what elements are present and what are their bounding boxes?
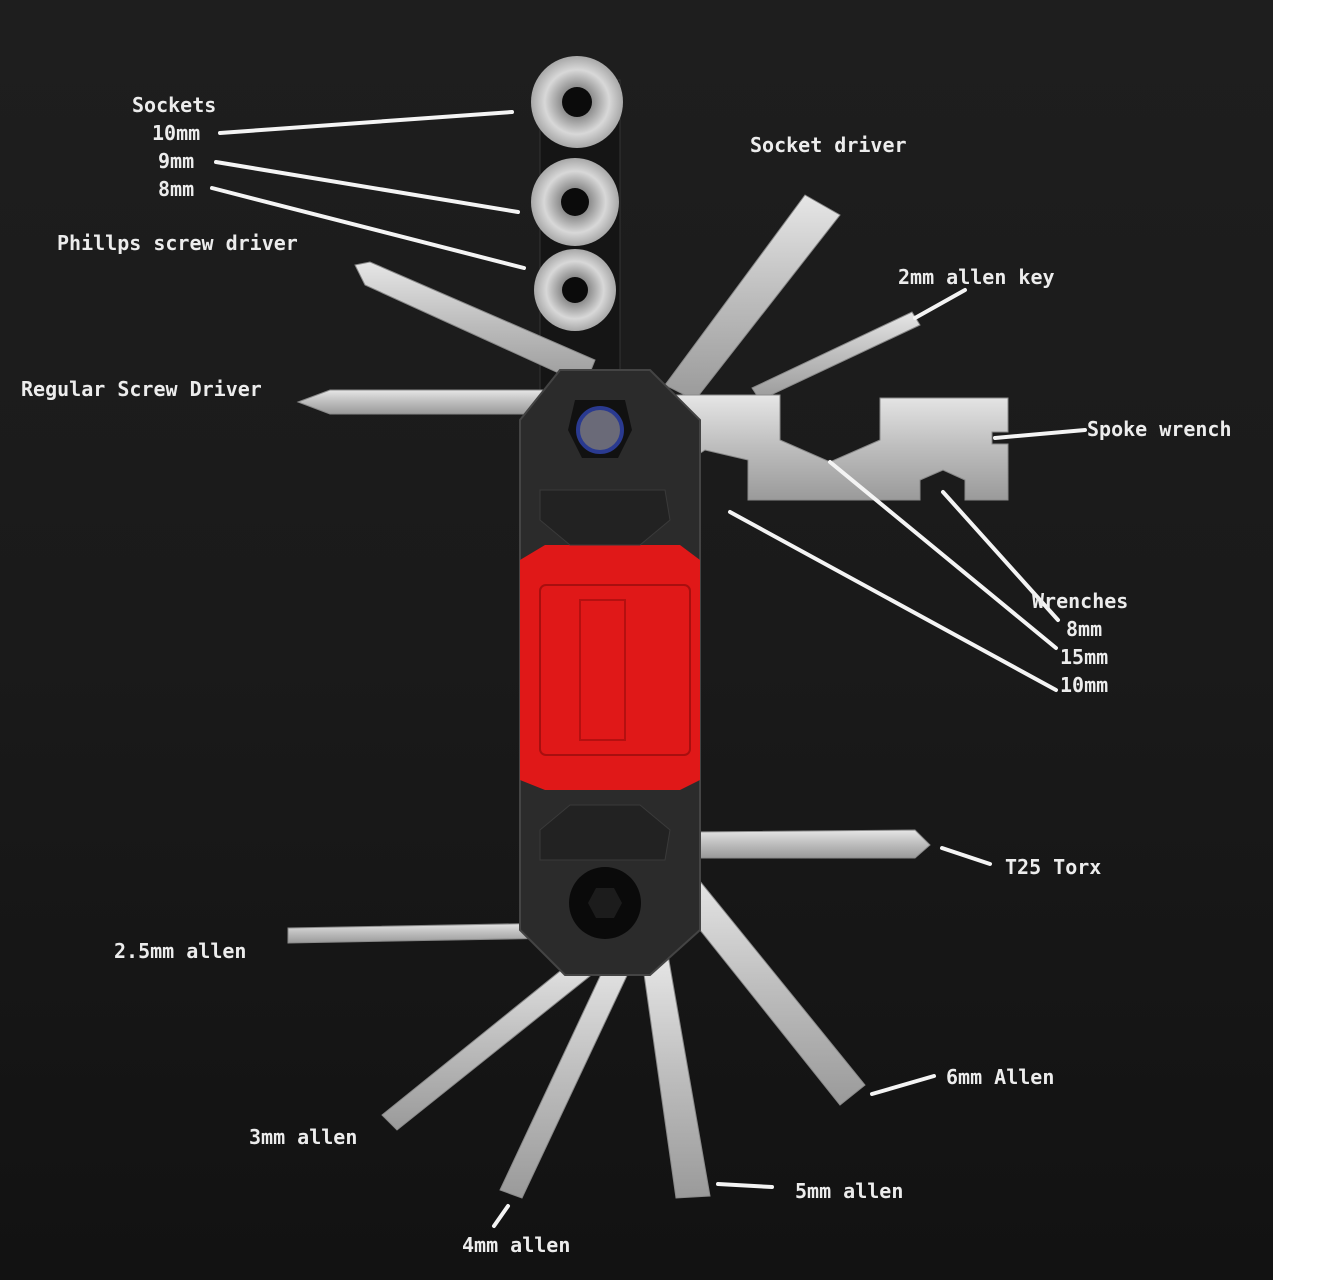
label-wrenches: Wrenches xyxy=(1032,589,1128,613)
leader-wrench-8mm xyxy=(941,490,1060,622)
leader-spoke xyxy=(993,428,1087,440)
label-spoke-wrench: Spoke wrench xyxy=(1087,417,1232,441)
leader-wrench-15mm xyxy=(828,460,1058,650)
label-wrench-15mm: 15mm xyxy=(1060,645,1108,669)
socket-10mm xyxy=(531,56,623,148)
label-sockets: Sockets xyxy=(132,93,216,117)
label-socket-driver: Socket driver xyxy=(750,133,907,157)
leader-allen-5mm xyxy=(716,1182,774,1189)
leader-lines xyxy=(210,110,1087,1228)
allen-key-2mm xyxy=(751,311,921,401)
label-regular: Regular Screw Driver xyxy=(21,377,262,401)
spoke-wrench-plate xyxy=(667,394,1009,501)
label-allen-3mm: 3mm allen xyxy=(249,1125,357,1149)
label-allen-6mm: 6mm Allen xyxy=(946,1065,1054,1089)
label-allen-2_5mm: 2.5mm allen xyxy=(114,939,246,963)
leader-socket-10mm xyxy=(218,110,514,135)
leader-allen-4mm xyxy=(492,1204,510,1228)
socket-9mm xyxy=(531,158,619,246)
allen-key-5mm xyxy=(641,954,711,1199)
tool-body xyxy=(519,369,701,976)
label-socket-9mm: 9mm xyxy=(158,149,194,173)
label-socket-8mm: 8mm xyxy=(158,177,194,201)
label-torx: T25 Torx xyxy=(1005,855,1101,879)
leader-allen-2mm xyxy=(913,288,967,320)
t25-torx xyxy=(689,829,931,859)
label-allen-2mm: 2mm allen key xyxy=(898,265,1055,289)
leader-socket-8mm xyxy=(210,186,526,270)
label-allen-4mm: 4mm allen xyxy=(462,1233,570,1257)
label-socket-10mm: 10mm xyxy=(152,121,200,145)
leader-torx xyxy=(940,846,992,866)
label-phillips: Phillps screw driver xyxy=(57,231,298,255)
leader-allen-6mm xyxy=(870,1074,936,1096)
label-wrench-8mm: 8mm xyxy=(1066,617,1102,641)
socket-8mm xyxy=(534,249,616,331)
leader-socket-9mm xyxy=(214,160,520,214)
label-allen-5mm: 5mm allen xyxy=(795,1179,903,1203)
leader-wrench-10mm xyxy=(728,510,1058,692)
label-wrench-10mm: 10mm xyxy=(1060,673,1108,697)
